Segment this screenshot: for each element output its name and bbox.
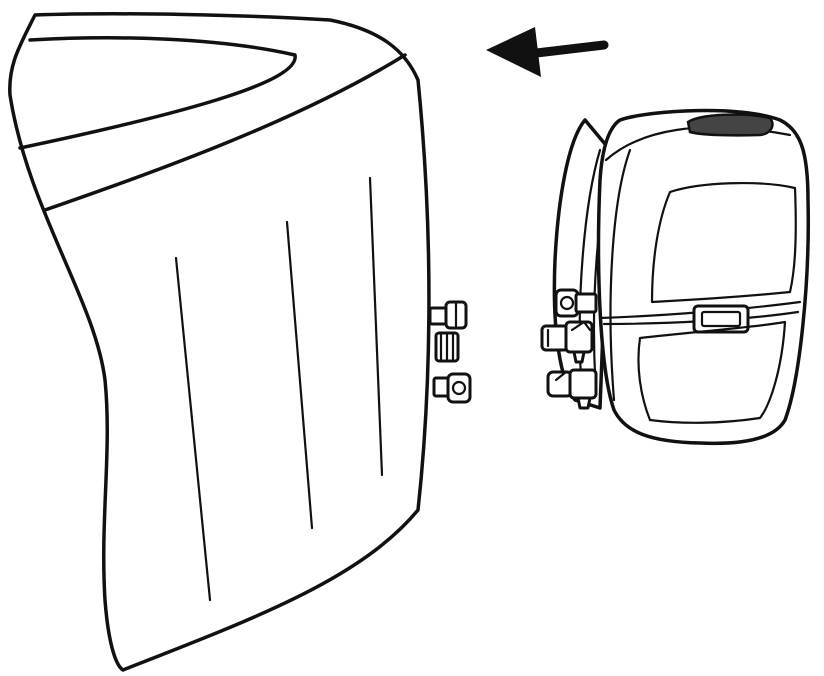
pump-handle-slot	[692, 304, 750, 334]
pump-upper-panel	[650, 181, 797, 304]
tub-rim-inner	[18, 36, 297, 150]
pump-connectors	[540, 288, 598, 410]
tub-port-middle	[434, 331, 460, 363]
pump-port-bottom	[546, 368, 598, 410]
pump-unit	[540, 108, 810, 446]
tub-port-bottom	[432, 372, 472, 404]
pump-port-middle	[540, 320, 594, 364]
pump-port-top	[554, 288, 598, 318]
direction-arrow-icon	[486, 27, 609, 77]
tub-rim-band	[43, 53, 407, 212]
tub-connector-ports	[428, 300, 472, 404]
tub-outline	[8, 12, 431, 672]
tub-seam-2	[285, 220, 314, 530]
tub-seam-3	[368, 176, 384, 477]
pump-front-shell	[596, 108, 810, 446]
tub-port-top	[428, 300, 468, 330]
tub-seam-1	[174, 256, 212, 602]
spa-tub	[8, 12, 472, 672]
pump-lower-panel	[637, 320, 787, 424]
pump-top-button	[686, 113, 774, 137]
